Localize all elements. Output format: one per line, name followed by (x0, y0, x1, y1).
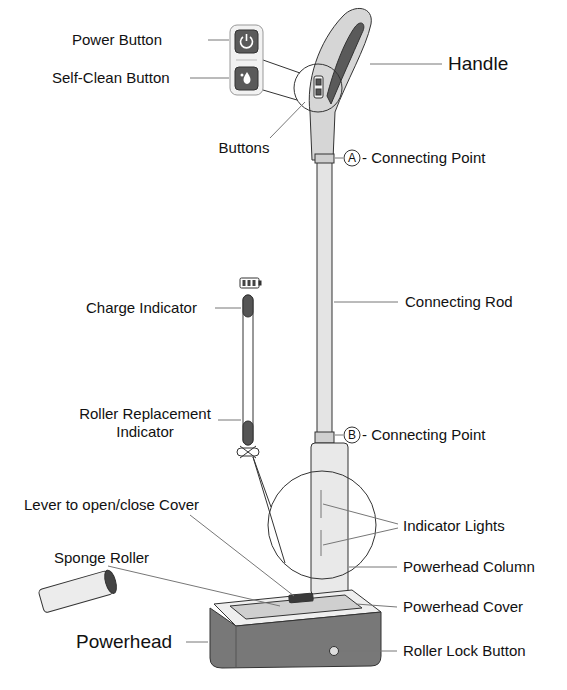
part-label: Powerhead Cover (403, 598, 523, 616)
connecting-rod (317, 160, 332, 435)
part-label: Handle (448, 53, 508, 76)
battery-icon (240, 278, 259, 288)
part-label: Powerhead Column (403, 558, 535, 576)
zoom-circle (268, 471, 376, 579)
part-label: Buttons (219, 139, 270, 157)
powerhead (210, 608, 381, 668)
part-label: Indicator Lights (403, 517, 505, 535)
handle (309, 8, 371, 160)
callout-circle (344, 427, 360, 443)
part-label: - Connecting Point (362, 149, 485, 167)
self-clean-button (235, 67, 258, 90)
part-label: Power Button (72, 31, 162, 49)
connecting-point-a (315, 154, 334, 163)
handle-slot (327, 23, 364, 104)
part-label: Roller Replacement Indicator (70, 405, 220, 441)
roller-lock-button (330, 647, 339, 656)
part-label: Lever to open/close Cover (24, 496, 199, 514)
connecting-point-b (315, 432, 334, 443)
part-label: Powerhead (76, 631, 172, 654)
part-label: Self-Clean Button (52, 69, 170, 87)
leader-lines (108, 40, 442, 651)
indicator-strip (243, 295, 253, 445)
powerhead-column (311, 443, 348, 595)
power-button (235, 30, 258, 53)
part-label: Roller Lock Button (403, 642, 526, 660)
handle-buttons (314, 76, 323, 98)
button-panel (230, 25, 263, 95)
callout-circle (344, 150, 360, 166)
part-label: Connecting Rod (405, 293, 513, 311)
part-label: - Connecting Point (362, 426, 485, 444)
part-label: B (348, 428, 356, 442)
part-label: A (348, 151, 356, 165)
part-label: Sponge Roller (54, 549, 149, 567)
part-label: Charge Indicator (86, 299, 197, 317)
sponge-roller (38, 569, 119, 613)
zoom-circle (294, 64, 342, 112)
